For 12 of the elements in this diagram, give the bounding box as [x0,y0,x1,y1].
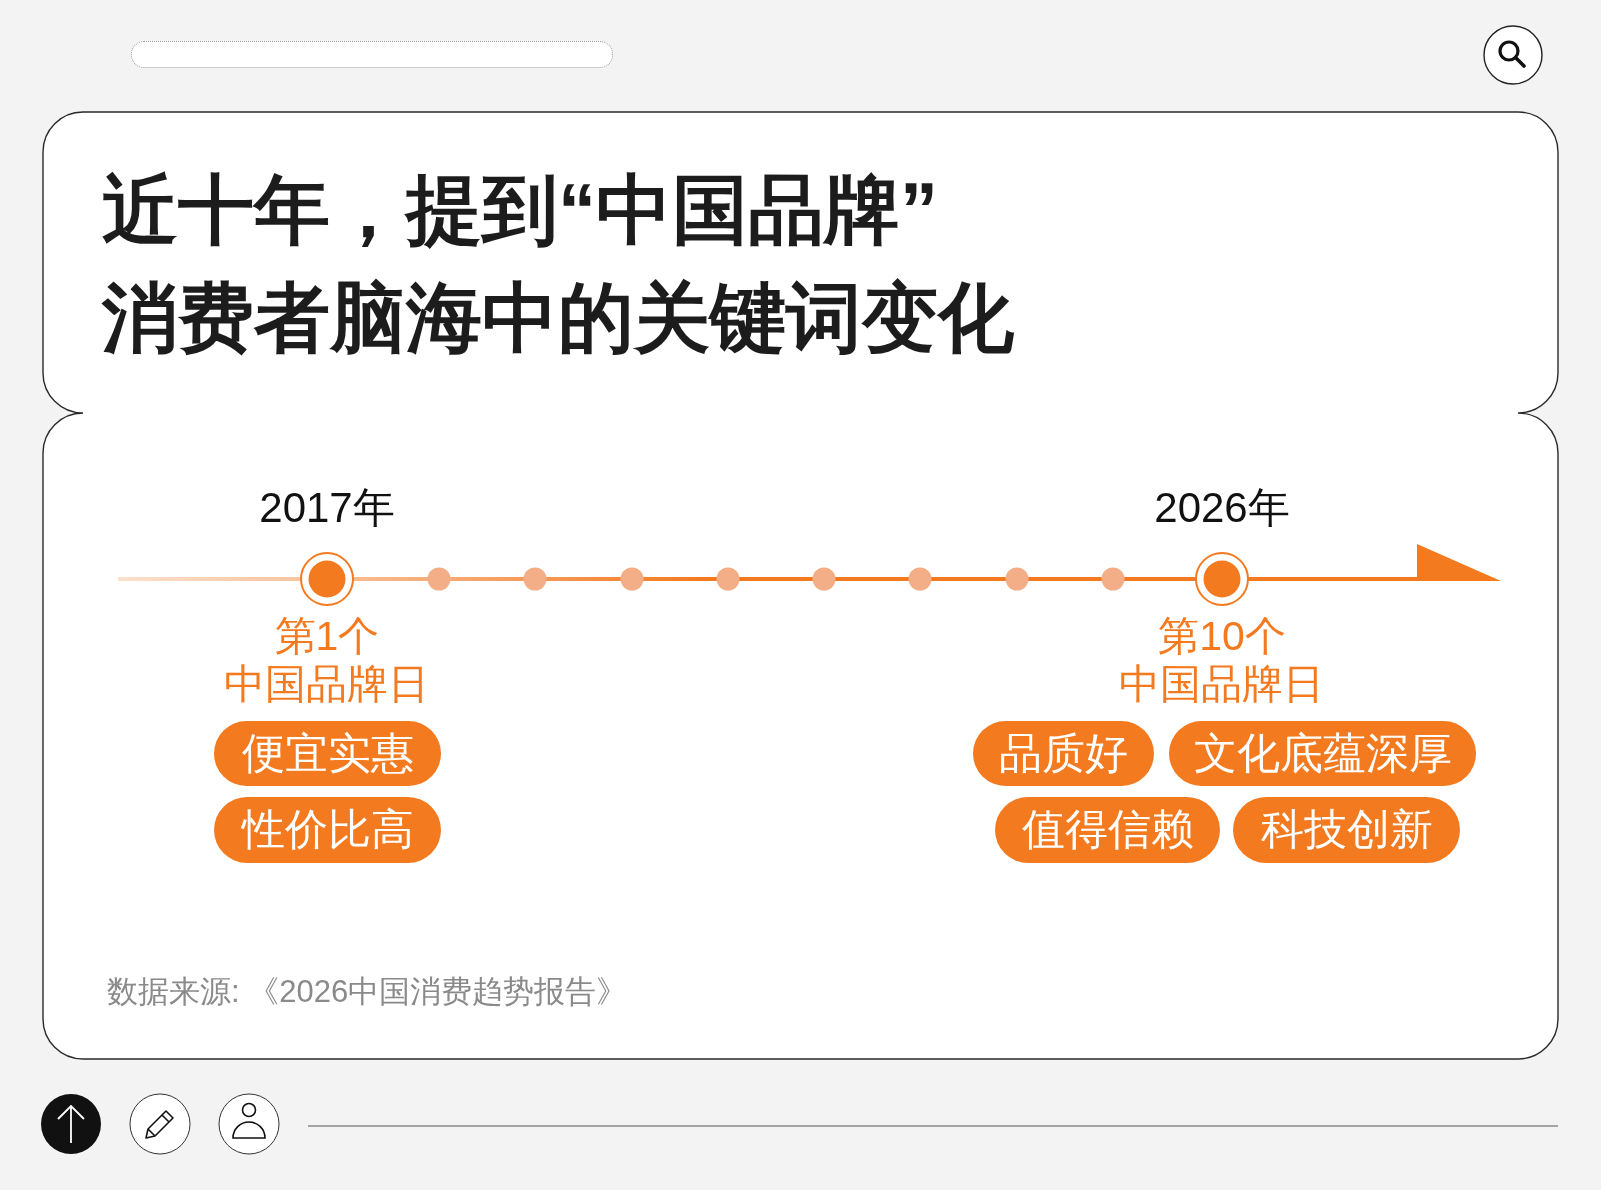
milestone-label: 第1个中国品牌日 [223,612,431,708]
keyword-pill: 值得信赖 [995,797,1220,863]
title: 近十年，提到“中国品牌”消费者脑海中的关键词变化 [102,166,1015,362]
keyword-pill: 品质好 [973,721,1154,786]
year-label: 2026年 [1153,483,1291,533]
keyword-pill: 科技创新 [1233,797,1460,863]
keyword-pill: 便宜实惠 [214,721,441,786]
source-note: 数据来源: 《2026中国消费趋势报告》 [107,973,628,1011]
milestone-label: 第10个中国品牌日 [1118,612,1326,708]
keyword-pill: 性价比高 [214,797,441,863]
keyword-pill: 文化底蕴深厚 [1169,721,1476,786]
year-label: 2017年 [258,483,396,533]
